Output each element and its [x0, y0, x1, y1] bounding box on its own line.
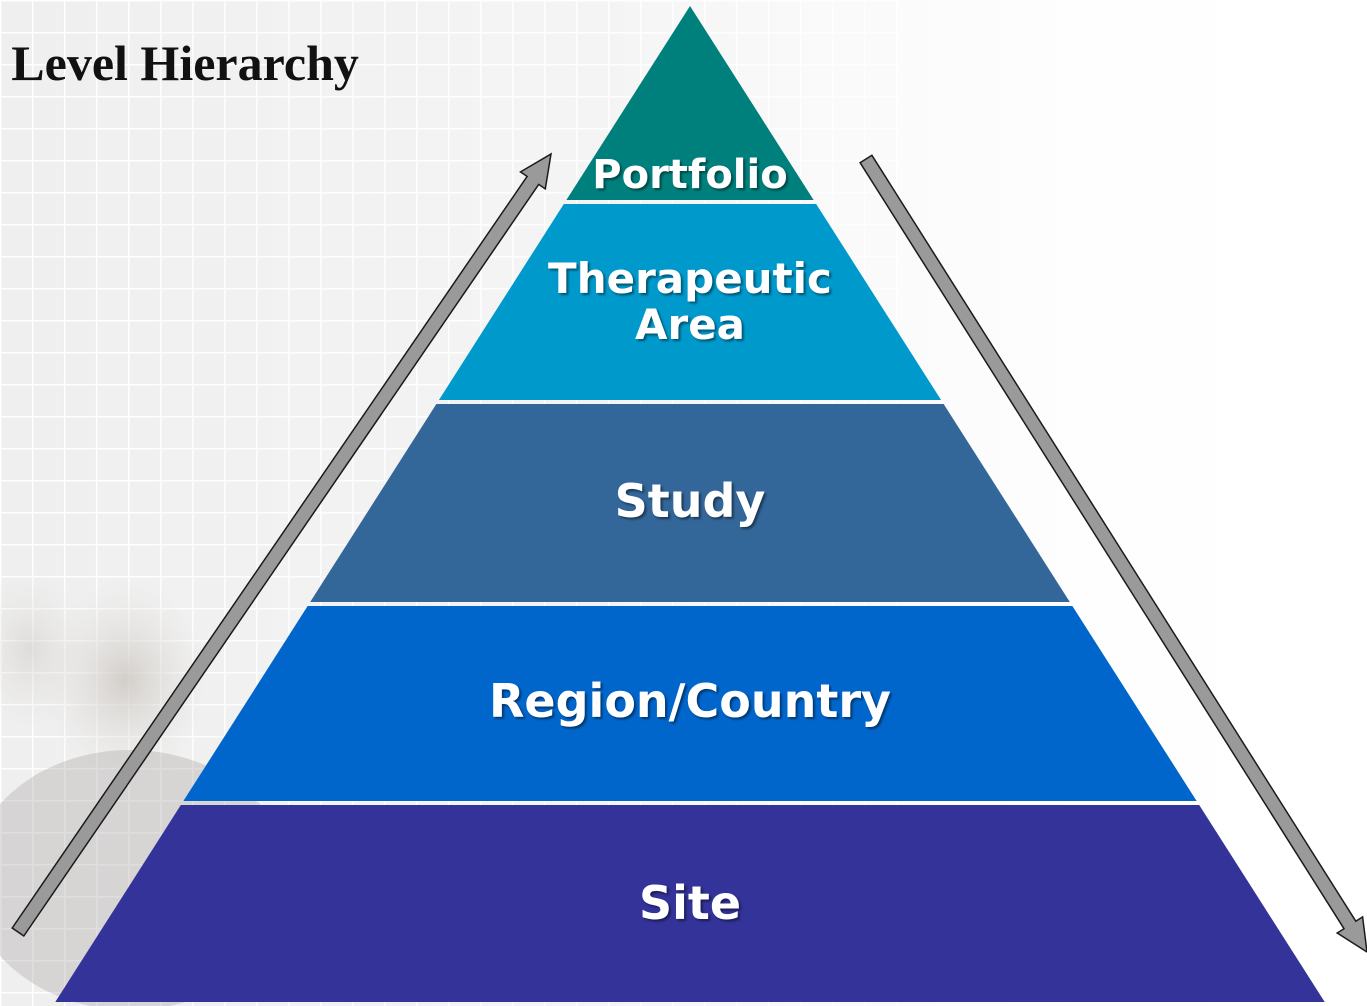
tier-label-line: Portfolio: [592, 152, 788, 198]
tier-label-line: Site: [638, 876, 742, 930]
tier-label-line: Area: [634, 300, 746, 350]
tier-therapeutic-area: [438, 204, 942, 400]
arrow-down-right: [859, 154, 1367, 953]
tier-label-region-country: Region/Country: [489, 678, 891, 724]
tier-label-line: Region/Country: [489, 674, 891, 728]
arrow-up-left: [11, 152, 552, 938]
arrows: [11, 152, 1367, 953]
tier-label-site: Site: [639, 880, 741, 926]
tier-label-line: Study: [614, 474, 766, 528]
tier-region-country: [183, 606, 1197, 801]
tier-portfolio: [566, 6, 814, 200]
pyramid-tiers: [55, 6, 1325, 1002]
tier-label-study: Study: [615, 478, 766, 524]
tier-site: [55, 805, 1325, 1002]
tier-label-line: Therapeutic: [548, 254, 832, 303]
tier-label-portfolio: Portfolio: [592, 155, 787, 195]
slide-title: ng Level Hierarchy: [0, 35, 359, 91]
tier-study: [310, 404, 1070, 602]
